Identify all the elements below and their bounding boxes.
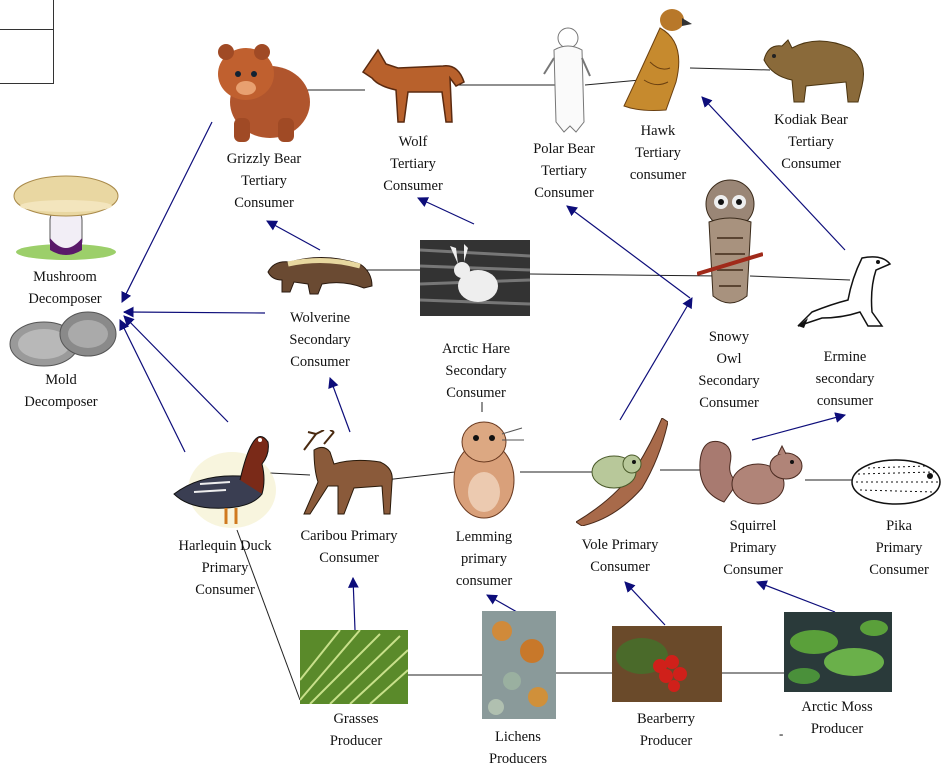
stray-mark: - — [779, 726, 783, 742]
snowy-owl-picture — [697, 178, 763, 318]
caribou-picture — [294, 430, 402, 518]
table-fragment — [0, 0, 54, 84]
arctic-moss-picture — [784, 612, 892, 692]
squirrel-picture — [694, 432, 808, 512]
pika-picture — [848, 454, 950, 506]
harlequin-duck-picture — [170, 424, 278, 528]
mold-picture — [6, 306, 118, 368]
polar-bear-picture — [540, 22, 592, 134]
mushroom-picture — [10, 172, 122, 262]
vole-picture — [576, 418, 668, 526]
lemming-picture — [446, 412, 526, 522]
bearberry-picture — [612, 626, 722, 702]
grasses-picture — [300, 630, 408, 704]
ermine-picture — [792, 248, 900, 330]
lichens-picture — [482, 611, 556, 719]
wolverine-picture — [264, 250, 376, 296]
grizzly-bear-picture — [208, 32, 318, 144]
hawk-picture — [620, 2, 695, 117]
arctic-hare-picture — [420, 240, 530, 316]
wolf-picture — [358, 42, 468, 127]
kodiak-bear-picture — [758, 30, 870, 106]
